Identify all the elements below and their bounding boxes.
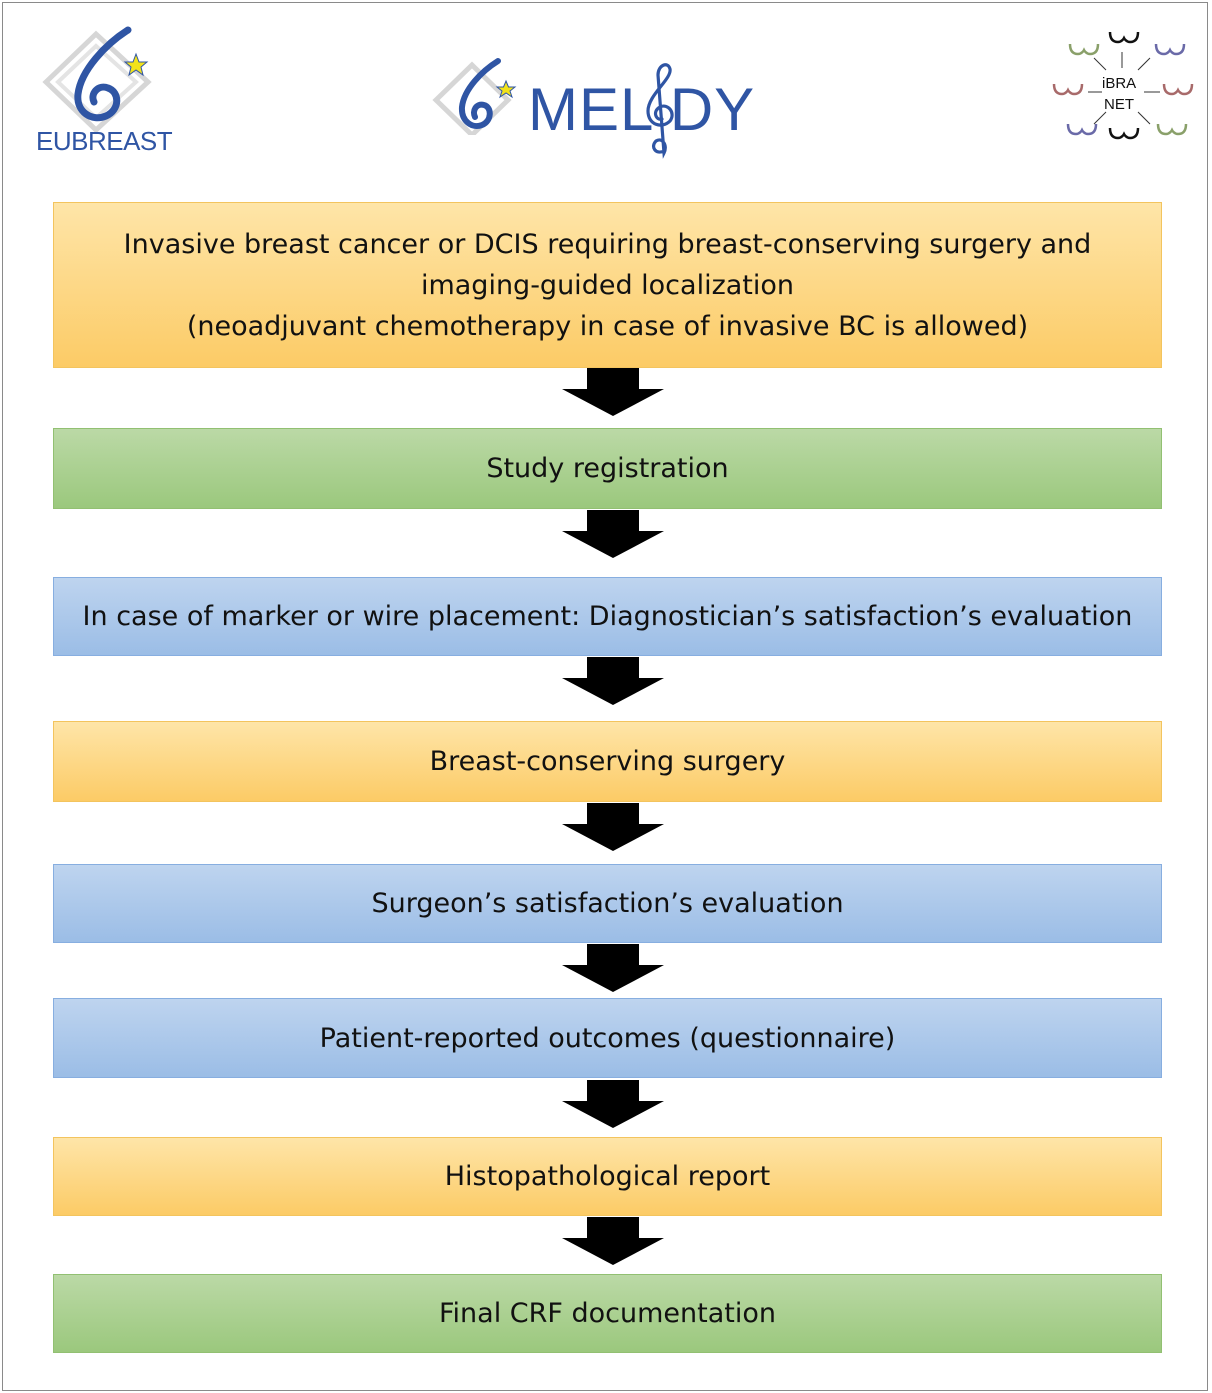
ibranet-logo-line1: iBRA — [1102, 75, 1137, 92]
flow-step-registration: Study registration — [53, 428, 1162, 509]
flow-step-eligibility: Invasive breast cancer or DCIS requiring… — [53, 202, 1162, 368]
down-arrow-icon — [562, 803, 664, 851]
flow-step-diagnostician-evaluation: In case of marker or wire placement: Dia… — [53, 577, 1162, 656]
flow-step-label: Surgeon’s satisfaction’s evaluation — [371, 888, 844, 919]
down-arrow-icon — [562, 944, 664, 992]
flow-step-label: Histopathological report — [444, 1161, 771, 1192]
melody-logo: MEL DY — [432, 55, 772, 165]
flow-step-label: In case of marker or wire placement: Dia… — [82, 601, 1133, 632]
flow-step-line: (neoadjuvant chemotherapy in case of inv… — [186, 310, 1029, 342]
flow-step-line: imaging-guided localization — [420, 269, 795, 301]
flow-step-label: Patient-reported outcomes (questionnaire… — [319, 1022, 896, 1054]
melody-emblem-icon — [432, 58, 517, 135]
eubreast-logo-text: EUBREAST — [36, 126, 173, 156]
down-arrow-icon — [562, 1217, 664, 1265]
down-arrow-icon — [562, 510, 664, 558]
eubreast-logo: EUBREAST — [36, 22, 176, 160]
flow-step-label: Final CRF documentation — [438, 1298, 777, 1329]
flow-step-line: Invasive breast cancer or DCIS requiring… — [123, 228, 1092, 260]
eubreast-emblem-icon — [42, 26, 152, 134]
down-arrow-icon — [562, 368, 664, 416]
flow-step-surgery: Breast-conserving surgery — [53, 721, 1162, 802]
ibranet-bra-icons — [1052, 31, 1194, 140]
down-arrow-icon — [562, 657, 664, 705]
flow-step-patient-outcomes: Patient-reported outcomes (questionnaire… — [53, 998, 1162, 1078]
flow-step-label: Breast-conserving surgery — [429, 746, 786, 777]
flow-step-histopathology: Histopathological report — [53, 1137, 1162, 1216]
down-arrow-icon — [562, 1080, 664, 1128]
ibranet-logo-line2: NET — [1104, 96, 1134, 113]
flow-step-surgeon-evaluation: Surgeon’s satisfaction’s evaluation — [53, 864, 1162, 943]
flow-step-text: Invasive breast cancer or DCIS requiring… — [124, 224, 1092, 347]
treble-clef-icon — [646, 63, 674, 159]
melody-logo-text: MEL DY — [528, 76, 756, 143]
flow-step-label: Study registration — [486, 453, 729, 484]
flow-step-crf-documentation: Final CRF documentation — [53, 1274, 1162, 1353]
ibranet-logo: iBRA NET — [1048, 24, 1196, 152]
